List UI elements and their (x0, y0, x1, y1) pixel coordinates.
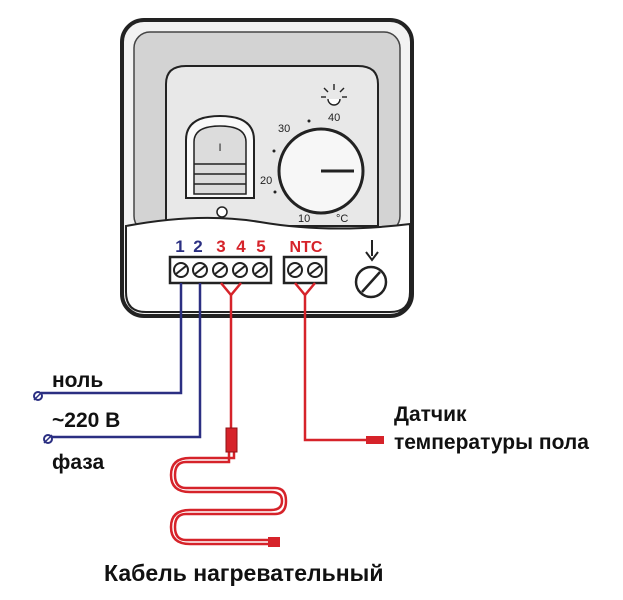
scale-unit: °C (336, 213, 348, 225)
phase-label: фаза (52, 451, 104, 474)
terminal-screw-2[interactable] (192, 262, 208, 278)
terminal-screw-3[interactable] (212, 262, 228, 278)
scale-label-40: 40 (328, 112, 340, 124)
switch-rocker (193, 125, 247, 195)
scale-label-30: 30 (278, 123, 290, 135)
terminal-screw-4[interactable] (232, 262, 248, 278)
cable-end-cap (268, 537, 280, 547)
ntc-screw-2[interactable] (307, 262, 323, 278)
sensor-lead (303, 295, 366, 442)
ntc-terminal-block (282, 255, 328, 285)
sensor-wire (294, 282, 366, 442)
phase-wire (52, 283, 202, 439)
terminal-label-2: 2 (193, 237, 202, 256)
heating-cable (169, 282, 288, 546)
sensor-label-line2: температуры пола (394, 431, 589, 454)
neutral-wire (42, 283, 183, 395)
voltage-label: ~220 В (52, 409, 120, 432)
power-wires (42, 283, 202, 439)
cable-label: Кабель нагревательный (104, 560, 383, 586)
sensor-label-line1: Датчик (394, 403, 467, 426)
power-switch[interactable]: I (185, 114, 255, 218)
scale-dot (307, 119, 311, 123)
terminal-label-1: 1 (175, 237, 184, 256)
scale-dot (273, 190, 277, 194)
sun-icon (321, 84, 347, 106)
ground-screw[interactable] (354, 240, 388, 299)
diagram-labels: ноль ~220 В фаза Датчик температуры пола… (52, 369, 589, 586)
cable-coupling (225, 427, 238, 453)
temperature-dial[interactable]: 30 40 20 10 °C (260, 84, 365, 225)
switch-on-mark: I (218, 142, 221, 154)
ground-screw-slot (361, 271, 381, 293)
arrow-head (365, 251, 379, 262)
terminal-label-3: 3 (216, 237, 225, 256)
scale-label-20: 20 (260, 175, 272, 187)
power-indicator-led (216, 206, 228, 218)
scale-label-10: 10 (298, 213, 310, 225)
ntc-screw-1[interactable] (287, 262, 303, 278)
terminal-label-4: 4 (236, 237, 246, 256)
sensor-tip (366, 436, 384, 444)
terminal-label-5: 5 (256, 237, 265, 256)
terminal-screw-1[interactable] (173, 262, 189, 278)
scale-dot (272, 149, 276, 153)
neutral-label: ноль (52, 369, 103, 392)
terminal-label-ntc: NTC (290, 239, 323, 256)
terminal-labels: 1 2 3 4 5 NTC (175, 237, 323, 256)
cable-coil (173, 452, 288, 542)
main-terminal-block (168, 255, 273, 285)
terminal-screw-5[interactable] (252, 262, 268, 278)
cable-coil-return (169, 452, 284, 546)
wire-end-markers (33, 391, 53, 444)
